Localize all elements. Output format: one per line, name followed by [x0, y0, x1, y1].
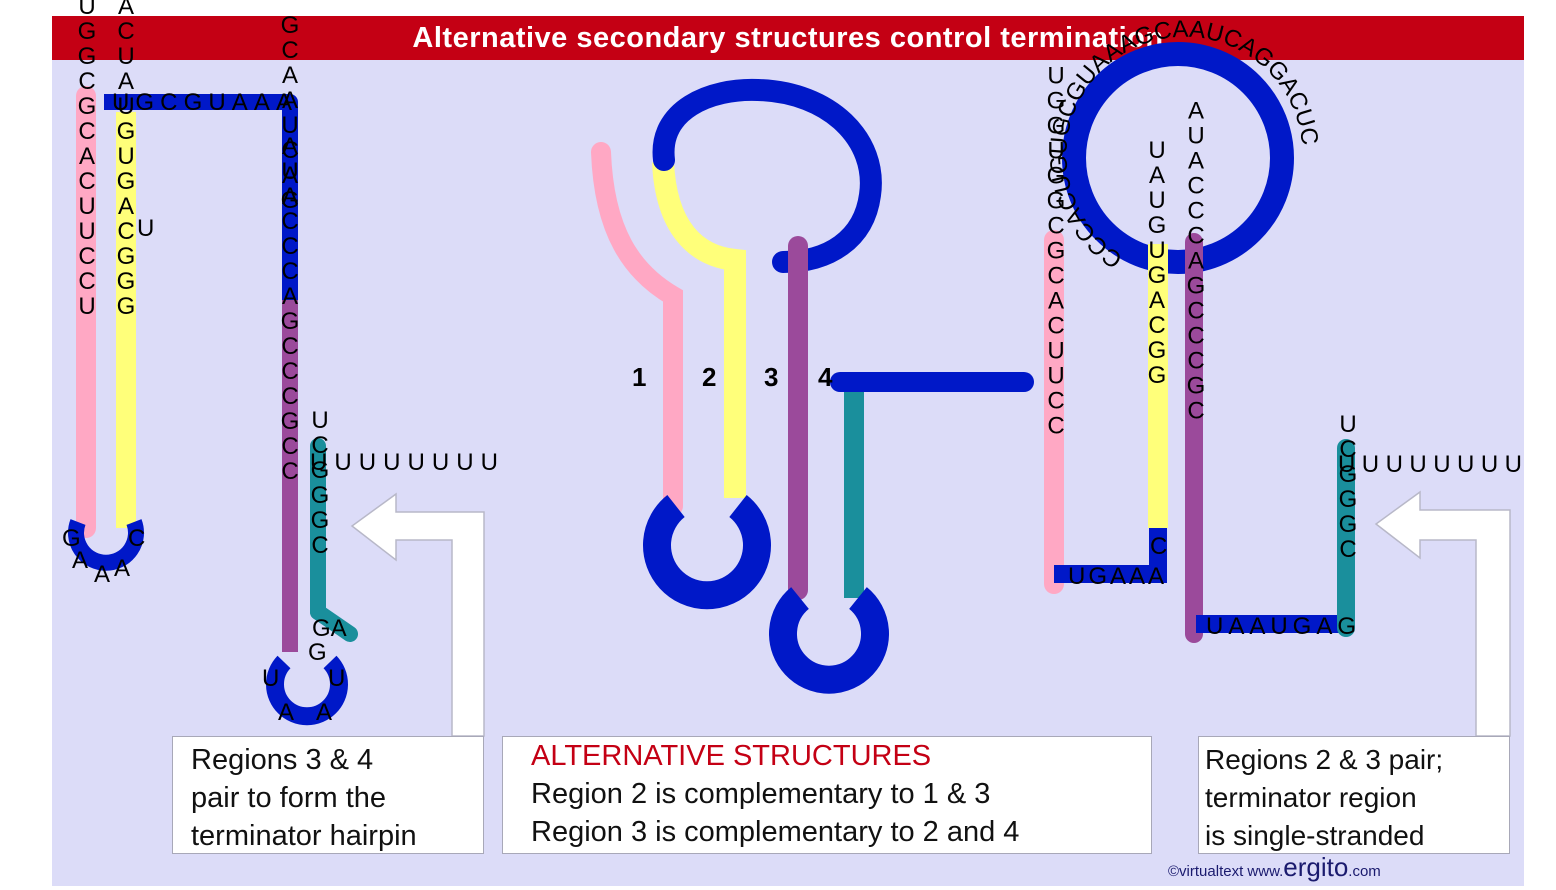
left-loop1-base: A — [94, 561, 110, 588]
credit-prefix: ©virtualtext www. — [1168, 863, 1284, 880]
middle-region2 — [652, 161, 746, 498]
left-region4-ga: GA — [312, 615, 347, 642]
middle-region1 — [591, 142, 683, 516]
right-region3-sequence: AUACCCAGCCCGC — [1183, 98, 1210, 423]
left-caption-line: pair to form the — [191, 782, 387, 814]
left-loop2-base: U — [262, 665, 279, 692]
right-caption-box: Regions 2 & 3 pair; terminator region is… — [1198, 736, 1510, 854]
middle-bottom-loop — [769, 587, 889, 694]
left-region1-sequence: UGGUGGCGCACUUCCU — [74, 0, 101, 318]
left-loop2-base: U — [328, 665, 345, 692]
middle-top-loop — [652, 78, 882, 273]
left-loop2 — [266, 655, 348, 726]
left-region4-turn — [310, 604, 358, 642]
left-loop1 — [68, 519, 144, 571]
left-loop1-base: A — [114, 555, 130, 582]
credit-text: ©virtualtext www.ergito.com — [1168, 852, 1381, 883]
middle-caption-line: Region 2 is complementary to 1 & 3 — [531, 778, 991, 810]
left-region2-sequence: ACCACUAUGUGACGGG — [113, 0, 140, 318]
left-loop1-base: A — [72, 547, 88, 574]
right-region4-sequence: UCGGGC — [1335, 411, 1362, 561]
middle-small-loop — [643, 495, 771, 610]
middle-caption-line: Region 3 is complementary to 2 and 4 — [531, 816, 1020, 848]
middle-caption-box: ALTERNATIVE STRUCTURES Region 2 is compl… — [502, 736, 1152, 854]
left-caption-line: terminator hairpin — [191, 820, 417, 852]
left-arrow — [350, 492, 485, 737]
right-region2-end: C — [1150, 533, 1167, 560]
right-caption-line: Regions 2 & 3 pair; — [1205, 744, 1444, 775]
right-arrow — [1374, 490, 1511, 737]
middle-caption-heading: ALTERNATIVE STRUCTURES — [531, 740, 932, 772]
left-tail: UUUUUUUU — [310, 449, 498, 476]
left-top-sequence: UGCGUAAA — [112, 89, 292, 116]
middle-schematic: 1 2 3 4 — [591, 78, 1034, 694]
left-caption-box: Regions 3 & 4 pair to form the terminato… — [172, 736, 484, 854]
left-top-strand — [104, 94, 298, 300]
page-title: Alternative secondary structures control… — [52, 16, 1524, 60]
right-region1-bottom: UGAAA — [1068, 563, 1164, 590]
right-bottom-connector — [1054, 526, 1167, 583]
right-caption-line: terminator region — [1205, 782, 1417, 813]
left-loop2-base: A — [278, 699, 294, 726]
left-structure: UGGUGGCGCACUUCCU ACCACUAUGUGACGGG U UGCG… — [62, 0, 498, 726]
right-region3-bottom: UAAUGAG — [1206, 613, 1356, 640]
right-tail: UUUUUUUU — [1338, 451, 1522, 478]
right-top-loop — [1062, 42, 1294, 274]
left-right-down-sequence: GCAAUCAG — [277, 12, 304, 212]
right-region1-sequence: UGGUGGCGCACUUCC — [1043, 63, 1070, 438]
right-structure: CCCACUGUGCGUAAAGCAAUCAGGACUC UGGUGGCGCAC… — [1043, 16, 1522, 643]
left-region3-sequence: AUACCCAGCCCGCC — [277, 133, 304, 483]
ergito-logo: ergito — [1283, 852, 1349, 882]
region-label-2: 2 — [702, 362, 716, 392]
region-label-3: 3 — [764, 362, 778, 392]
region-label-4: 4 — [818, 362, 833, 392]
left-loop1-base: C — [128, 525, 145, 552]
credit-suffix: .com — [1348, 863, 1381, 880]
left-caption-line: Regions 3 & 4 — [191, 744, 374, 776]
left-loop1-base: G — [62, 525, 81, 552]
right-region2-sequence: UAUGUGACGG — [1144, 137, 1171, 387]
left-region4-sequence: UCGGGC — [307, 407, 334, 557]
region-label-1: 1 — [632, 362, 646, 392]
right-caption-line: is single-stranded — [1205, 820, 1425, 851]
left-region4-g: G — [308, 639, 327, 666]
left-loop2-base: A — [316, 699, 332, 726]
left-region2-bulge: U — [137, 215, 154, 242]
